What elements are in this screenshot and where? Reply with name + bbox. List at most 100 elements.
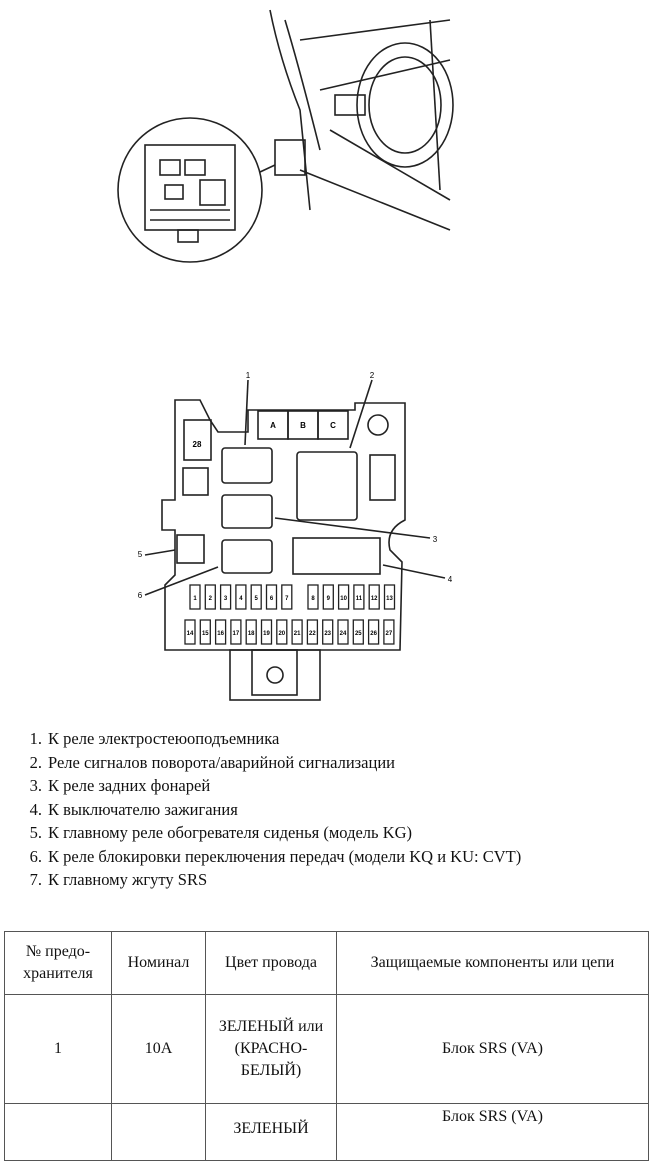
header-fuse-number: № предо-хранителя xyxy=(4,931,112,995)
legend-text: К главному жгуту SRS xyxy=(48,870,208,889)
fuse-slot: 7 xyxy=(281,584,293,610)
fuse-number: 24 xyxy=(340,631,347,637)
fuse-number: 17 xyxy=(233,631,240,637)
fuse-number: 4 xyxy=(239,596,243,602)
legend-number: 2. xyxy=(29,752,42,772)
rating-cell xyxy=(111,1103,206,1161)
legend-item: 5. К главному реле обогревателя сиденья (… xyxy=(0,821,570,845)
fuse-number: 8 xyxy=(311,596,315,602)
legend-item: 6. К реле блокировки переключения передач… xyxy=(0,845,570,869)
fuse-slot: 17 xyxy=(230,619,242,645)
fuse-number: 14 xyxy=(187,631,194,637)
fuse-slot: 16 xyxy=(214,619,227,645)
fuse-slot: 22 xyxy=(306,619,319,645)
fuse-number: 10 xyxy=(340,596,347,602)
table-row: 1 10A ЗЕЛЕНЫЙ или (КРАСНО-БЕЛЫЙ) Блок SR… xyxy=(4,994,649,1104)
legend-number: 5. xyxy=(29,823,42,842)
callout-label: 4 xyxy=(448,575,453,584)
fuse-slot: 9 xyxy=(322,584,334,610)
legend-number: 3. xyxy=(29,776,42,795)
fuse-slot: 15 xyxy=(199,619,211,645)
table-row: ЗЕЛЕНЫЙ Блок SRS (VA) xyxy=(4,1103,649,1161)
legend-number: 4. xyxy=(29,799,42,819)
fuse-number: 15 xyxy=(202,631,209,637)
rating-cell: 10A xyxy=(111,994,206,1104)
fuse-slot: 24 xyxy=(337,619,349,645)
fuse-slot: 3 xyxy=(219,584,232,610)
fuse-number: 20 xyxy=(278,631,285,637)
legend-number: 6. xyxy=(29,846,42,866)
fuse-slot: 26 xyxy=(367,619,380,645)
fuse-number: 1 xyxy=(193,596,197,602)
fuse-slot: 20 xyxy=(276,619,288,645)
fuse-number: 3 xyxy=(224,596,228,602)
legend-text: К выключателю зажигания xyxy=(48,799,238,819)
fuse-slot: 18 xyxy=(245,619,257,645)
fuse-table: № предо-хранителя Номинал Цвет провода З… xyxy=(4,931,649,1161)
fuse-number: 2 xyxy=(209,596,213,602)
fuse-number: 26 xyxy=(370,631,377,637)
legend-text: К реле электростеюоподъемника xyxy=(48,729,280,748)
legend-item: 1.К реле электростеюоподъемника xyxy=(0,727,570,751)
header-components: Защищаемые компоненты или цепи xyxy=(336,931,649,995)
fuse-slot: 6 xyxy=(265,584,278,610)
header-rating: Номинал xyxy=(111,931,206,995)
fuse-number: 12 xyxy=(371,596,378,602)
fuse-number: 27 xyxy=(386,631,393,637)
fuse-28-label: 28 xyxy=(193,440,202,449)
fuse-number: 21 xyxy=(294,631,301,637)
legend-text: К главному реле обогревателя сиденья (мо… xyxy=(48,823,413,842)
fuse-number: 25 xyxy=(355,631,362,637)
fuse-slot: 8 xyxy=(307,584,319,610)
fuse-number: 19 xyxy=(263,631,270,637)
fuse-number: 7 xyxy=(285,596,289,602)
legend-item: 3. К реле задних фонарей xyxy=(0,774,570,798)
fuse-number: 16 xyxy=(217,631,224,637)
fuse-slot: 1 xyxy=(189,584,201,610)
fuse-slot: 4 xyxy=(235,584,247,610)
fuse-slot: 12 xyxy=(368,584,380,610)
fuse-slot: 23 xyxy=(322,619,334,645)
fuse-number: 18 xyxy=(248,631,255,637)
fuse-number: 11 xyxy=(356,596,363,602)
callout-label: 3 xyxy=(433,535,438,544)
legend-item: 2. Реле сигналов поворота/аварийной сигна… xyxy=(0,751,570,775)
relay-connector-label: A xyxy=(270,421,276,430)
fuse-box-location-illustration xyxy=(117,9,454,263)
fuse-slot: 19 xyxy=(260,619,273,645)
callout-label: 5 xyxy=(138,550,143,559)
fuse-slot: 10 xyxy=(337,584,350,610)
fuse-slot: 27 xyxy=(383,619,395,645)
legend-item: 7. К главному жгуту SRS xyxy=(0,868,570,892)
wire-color-cell: ЗЕЛЕНЫЙ или (КРАСНО-БЕЛЫЙ) xyxy=(205,994,337,1104)
fuse-number: 22 xyxy=(309,631,316,637)
legend-text: К реле задних фонарей xyxy=(48,776,211,795)
legend-number: 7. xyxy=(29,870,42,889)
fuse-number: 23 xyxy=(324,631,331,637)
fuse-slot: 11 xyxy=(353,584,365,610)
fuse-number: 13 xyxy=(386,596,393,602)
fuse-number: 5 xyxy=(255,596,259,602)
table-header-row: № предо-хранителя Номинал Цвет провода З… xyxy=(4,931,649,995)
components-cell: Блок SRS (VA) xyxy=(336,1103,649,1161)
relay-connector-label: C xyxy=(330,421,336,430)
callout-label: 2 xyxy=(370,371,375,380)
fuse-slot: 25 xyxy=(352,619,364,645)
relay-connector-label: B xyxy=(300,421,306,430)
fuse-slot: 13 xyxy=(383,584,396,610)
header-wire-color: Цвет провода xyxy=(205,931,337,995)
components-cell: Блок SRS (VA) xyxy=(336,994,649,1104)
callout-label: 1 xyxy=(246,371,251,380)
fuse-slot: 14 xyxy=(184,619,196,645)
legend-item: 4. К выключателю зажигания xyxy=(0,798,570,822)
fuse-slot: 5 xyxy=(250,584,262,610)
legend-text: К реле блокировки переключения передач (… xyxy=(48,846,522,866)
fuse-number: 9 xyxy=(327,596,331,602)
fuse-number-cell xyxy=(4,1103,112,1161)
fuse-slot: 2 xyxy=(204,584,216,610)
legend-text: Реле сигналов поворота/аварийной сигнали… xyxy=(48,752,395,772)
fuse-number: 6 xyxy=(270,596,274,602)
fuse-slot: 21 xyxy=(291,619,303,645)
